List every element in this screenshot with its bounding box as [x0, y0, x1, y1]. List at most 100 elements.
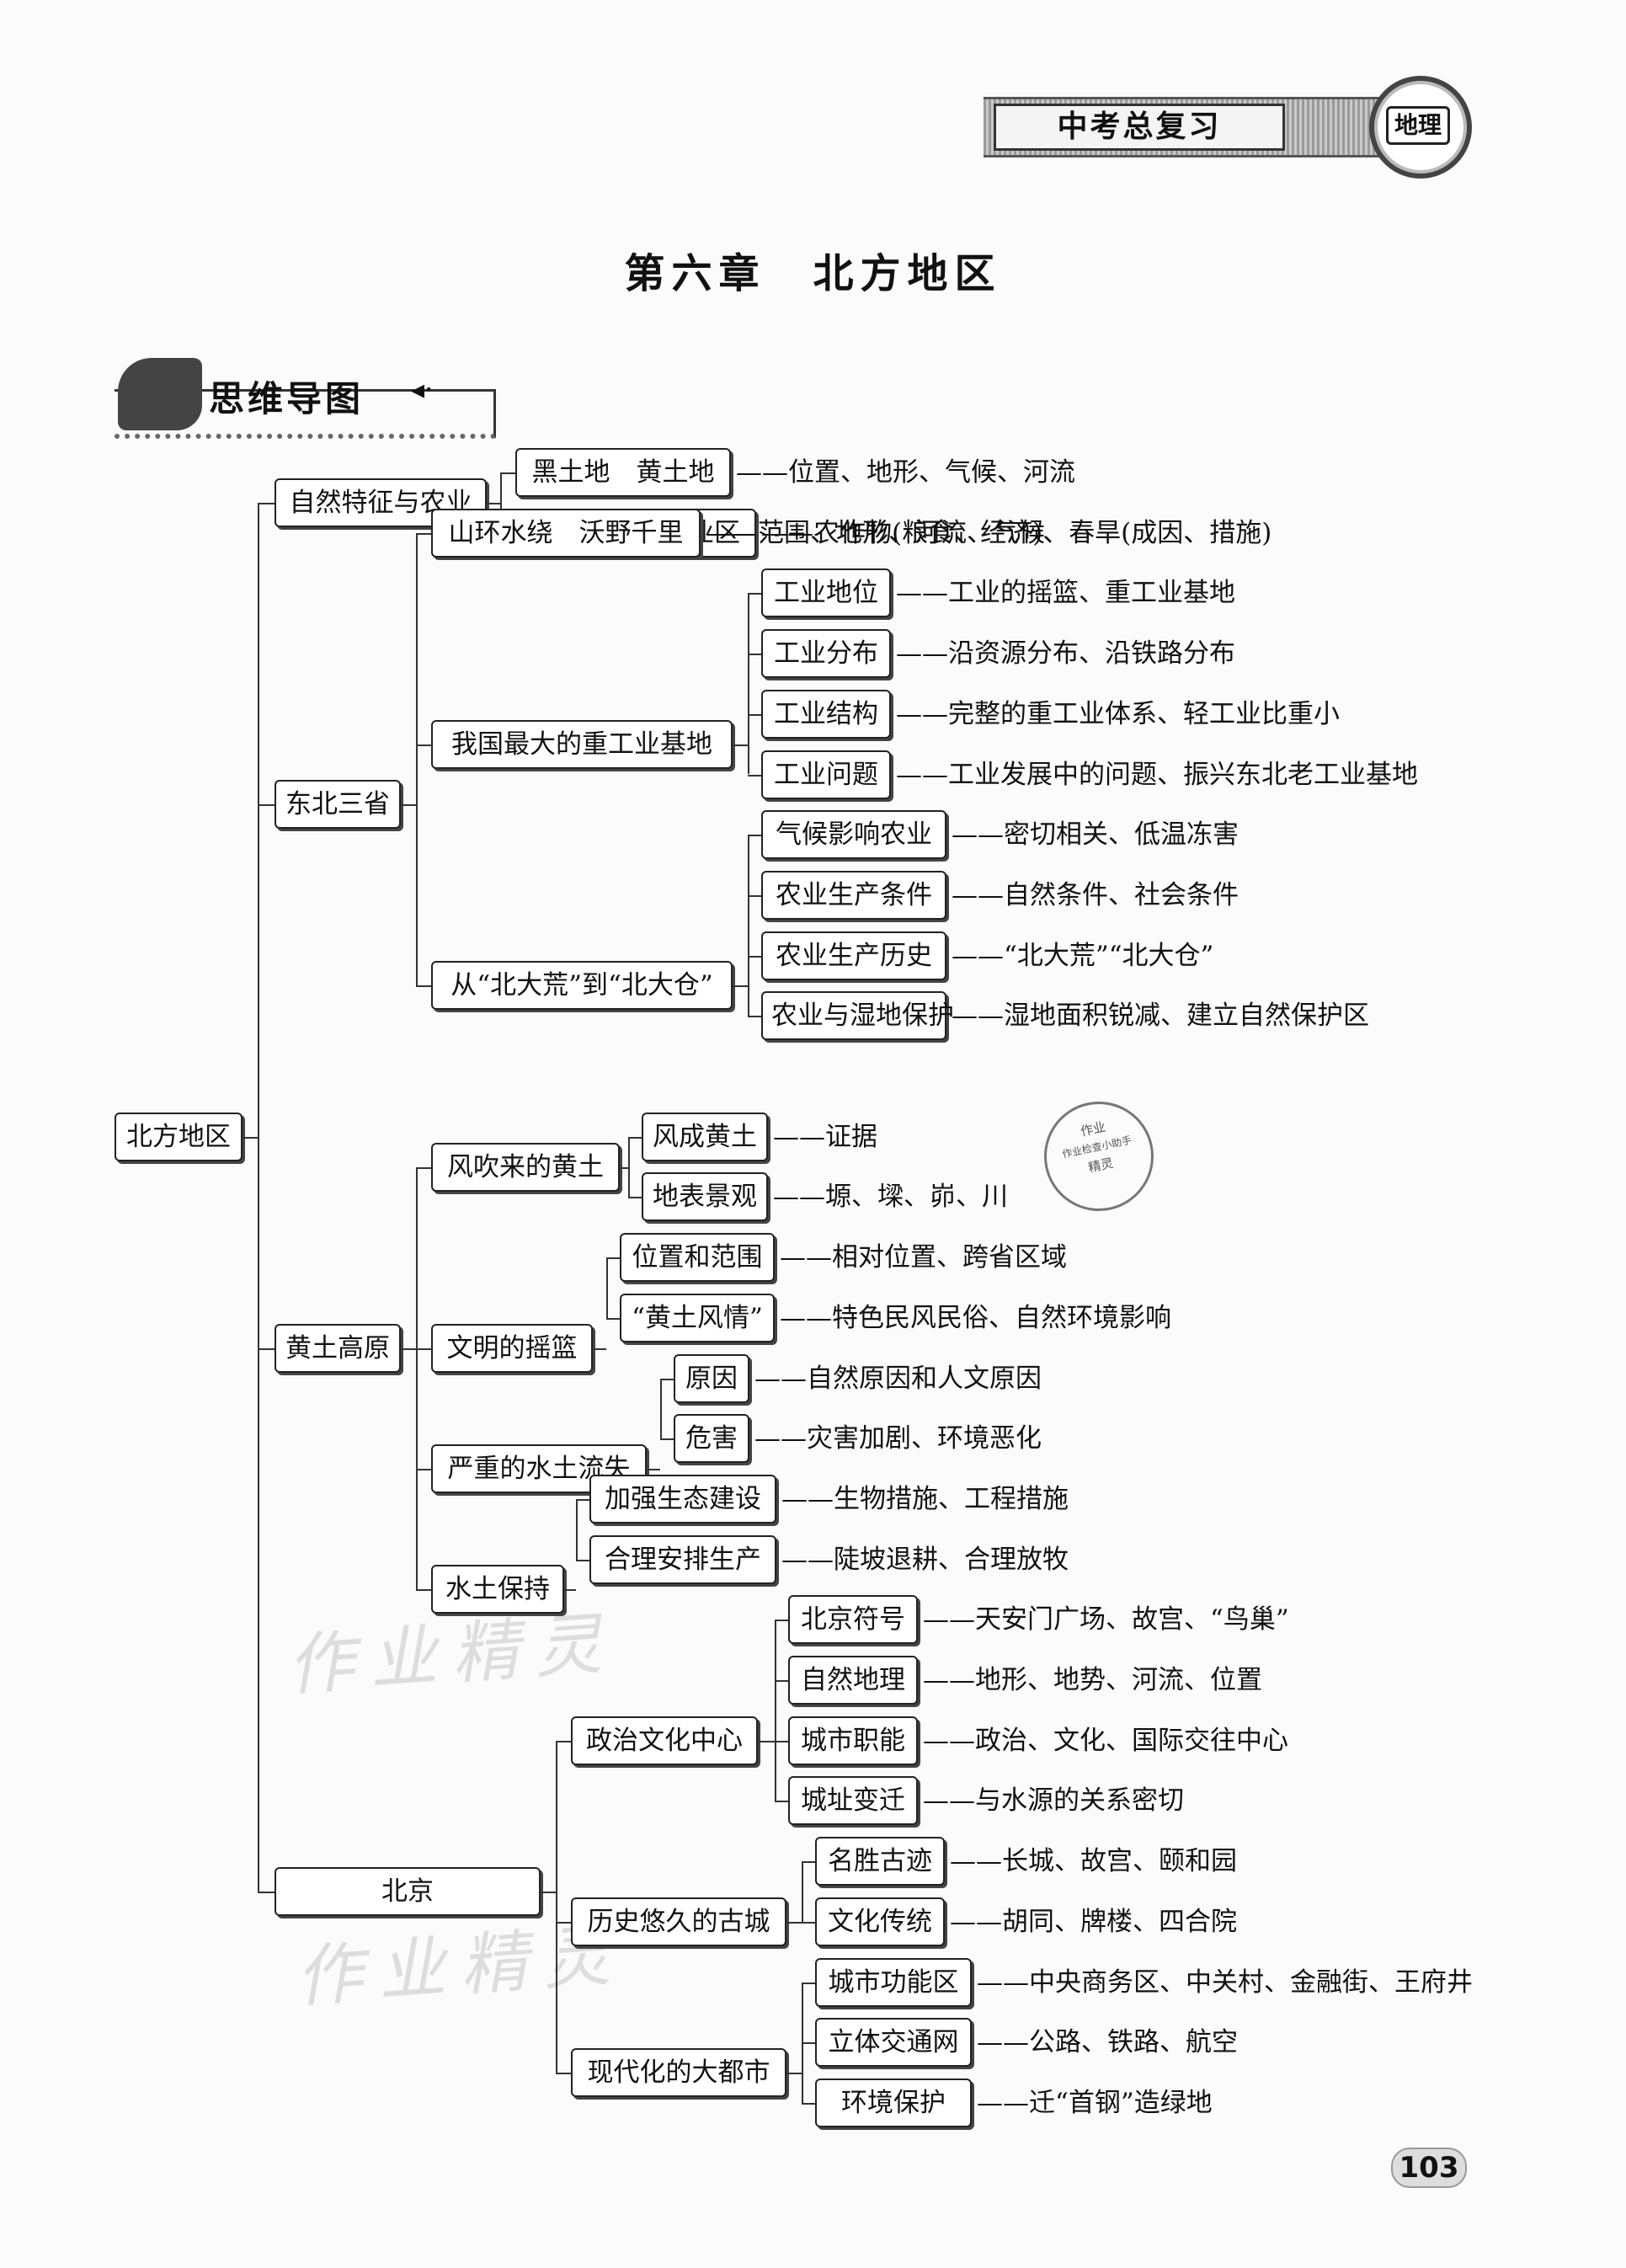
subtopic-node: 黑土地 黄土地 [515, 448, 731, 497]
detail-node: 城市功能区 [815, 1958, 972, 2007]
connector-line [258, 1348, 275, 1350]
connector-line [556, 2073, 571, 2074]
connector-line [258, 1892, 275, 1893]
page-number: 103 [1391, 2148, 1467, 2188]
subtopic-node: 文明的摇篮 [431, 1324, 593, 1373]
connector-line [748, 593, 761, 595]
connector-line [487, 503, 500, 504]
connector-line [748, 835, 761, 836]
detail-node: 位置和范围 [620, 1233, 775, 1282]
node-description: ——特色民风民俗、自然环境影响 [780, 1301, 1171, 1335]
node-description: ——自然原因和人文原因 [754, 1362, 1042, 1395]
branch-node: 东北三省 [275, 780, 401, 829]
connector-line [556, 1741, 557, 2073]
detail-node: 北京符号 [788, 1595, 918, 1644]
detail-node: 原因 [674, 1354, 749, 1403]
node-description: ——自然条件、社会条件 [952, 878, 1239, 912]
connector-line [647, 1469, 660, 1470]
connector-line [606, 1257, 608, 1318]
connector-line [802, 1922, 815, 1924]
connector-line [606, 1257, 620, 1259]
root-node: 北方地区 [115, 1113, 243, 1161]
node-description: ——长城、故宫、颐和园 [950, 1844, 1237, 1878]
node-description: ——中央商务区、中关村、金融街、王府井 [977, 1966, 1473, 1999]
node-description: ——位置、地形、气候、河流 [736, 456, 1075, 489]
detail-node: 自然地理 [788, 1656, 918, 1705]
subtopic-node: 山环水绕 沃野千里 [431, 509, 701, 558]
connector-line [556, 1922, 571, 1924]
connector-line [416, 1469, 431, 1470]
connector-line [802, 1982, 815, 1984]
detail-node: 工业问题 [761, 750, 891, 799]
connector-line [416, 1348, 431, 1350]
node-description: ——“北大荒”“北大仓” [952, 939, 1213, 973]
connector-line [564, 1589, 576, 1591]
node-description: ——证据 [773, 1120, 877, 1154]
node-description: ——政治、文化、国际交往中心 [923, 1724, 1288, 1758]
node-description: ——与水源的关系密切 [923, 1784, 1184, 1817]
arrow-left-icon: ◂· [411, 373, 433, 405]
node-description: ——陡坡退耕、合理放牧 [781, 1543, 1069, 1577]
detail-node: 气候影响农业 [761, 810, 946, 859]
connector-line [748, 956, 761, 958]
detail-node: 城市职能 [788, 1716, 918, 1765]
connector-line [606, 1318, 620, 1320]
node-description: ——工业发展中的问题、振兴东北老工业基地 [896, 758, 1418, 792]
connector-line [786, 2073, 802, 2074]
node-description: ——天安门广场、故宫、“鸟巢” [923, 1603, 1289, 1636]
node-description: ——塬、墚、峁、川 [773, 1180, 1008, 1214]
connector-line [576, 1499, 589, 1501]
node-description: ——沿资源分布、沿铁路分布 [896, 637, 1235, 670]
connector-line [416, 744, 431, 746]
connector-line [775, 1680, 788, 1682]
subtopic-node: 风吹来的黄土 [431, 1143, 620, 1192]
connector-line [748, 775, 761, 776]
chapter-title: 第六章 北方地区 [0, 240, 1626, 299]
subtopic-node: 政治文化中心 [571, 1716, 758, 1765]
connector-line [258, 804, 275, 806]
detail-node: “黄土风情” [620, 1294, 775, 1342]
detail-node: 城址变迁 [788, 1776, 918, 1825]
subtopic-node: 从“北大荒”到“北大仓” [431, 961, 733, 1010]
detail-node: 危害 [674, 1414, 749, 1463]
connector-line [401, 1348, 416, 1350]
connector-line [775, 1801, 788, 1802]
connector-line [748, 835, 749, 1016]
connector-line [628, 1137, 642, 1139]
node-description: ——公路、铁路、航空 [977, 2025, 1238, 2059]
connector-line [748, 654, 761, 655]
connector-line [628, 1137, 630, 1198]
connector-line [576, 1499, 578, 1560]
connector-line [541, 1892, 556, 1893]
detail-node: 加强生态建设 [589, 1475, 776, 1524]
stamp: 作业 作业检查小助手 精灵 [1034, 1091, 1164, 1221]
detail-node: 风成黄土 [642, 1113, 768, 1161]
connector-line [416, 1589, 431, 1591]
subject-label: 地理 [1386, 106, 1450, 145]
detail-node: 环境保护 [815, 2079, 972, 2127]
node-description: ——迁“首钢”造绿地 [977, 2086, 1213, 2120]
connector-line [593, 1348, 606, 1350]
subtopic-node: 现代化的大都市 [571, 2048, 786, 2097]
connector-line [802, 1861, 803, 1922]
subtopic-node: 历史悠久的古城 [571, 1897, 786, 1946]
connector-line [786, 1922, 802, 1924]
connector-line [416, 1167, 418, 1590]
detail-node: 文化传统 [815, 1897, 945, 1946]
header-banner-title: 中考总复习 [994, 104, 1285, 151]
connector-line [416, 1167, 431, 1169]
node-description: ——密切相关、低温冻害 [952, 818, 1239, 851]
connector-line [660, 1379, 662, 1439]
connector-line [748, 895, 761, 897]
connector-line [775, 1620, 776, 1801]
scroll-map-icon [118, 358, 202, 430]
node-description: ——灾害加剧、环境恶化 [754, 1422, 1042, 1455]
node-description: ——范围、地形、河流、气候 [706, 516, 1045, 550]
connector-line [660, 1438, 674, 1440]
connector-line [556, 1741, 571, 1742]
connector-line [416, 533, 418, 986]
node-description: ——相对位置、跨省区域 [780, 1241, 1067, 1274]
connector-line [401, 804, 416, 806]
subtopic-node: 我国最大的重工业基地 [431, 720, 733, 769]
branch-node: 黄土高原 [275, 1324, 401, 1373]
